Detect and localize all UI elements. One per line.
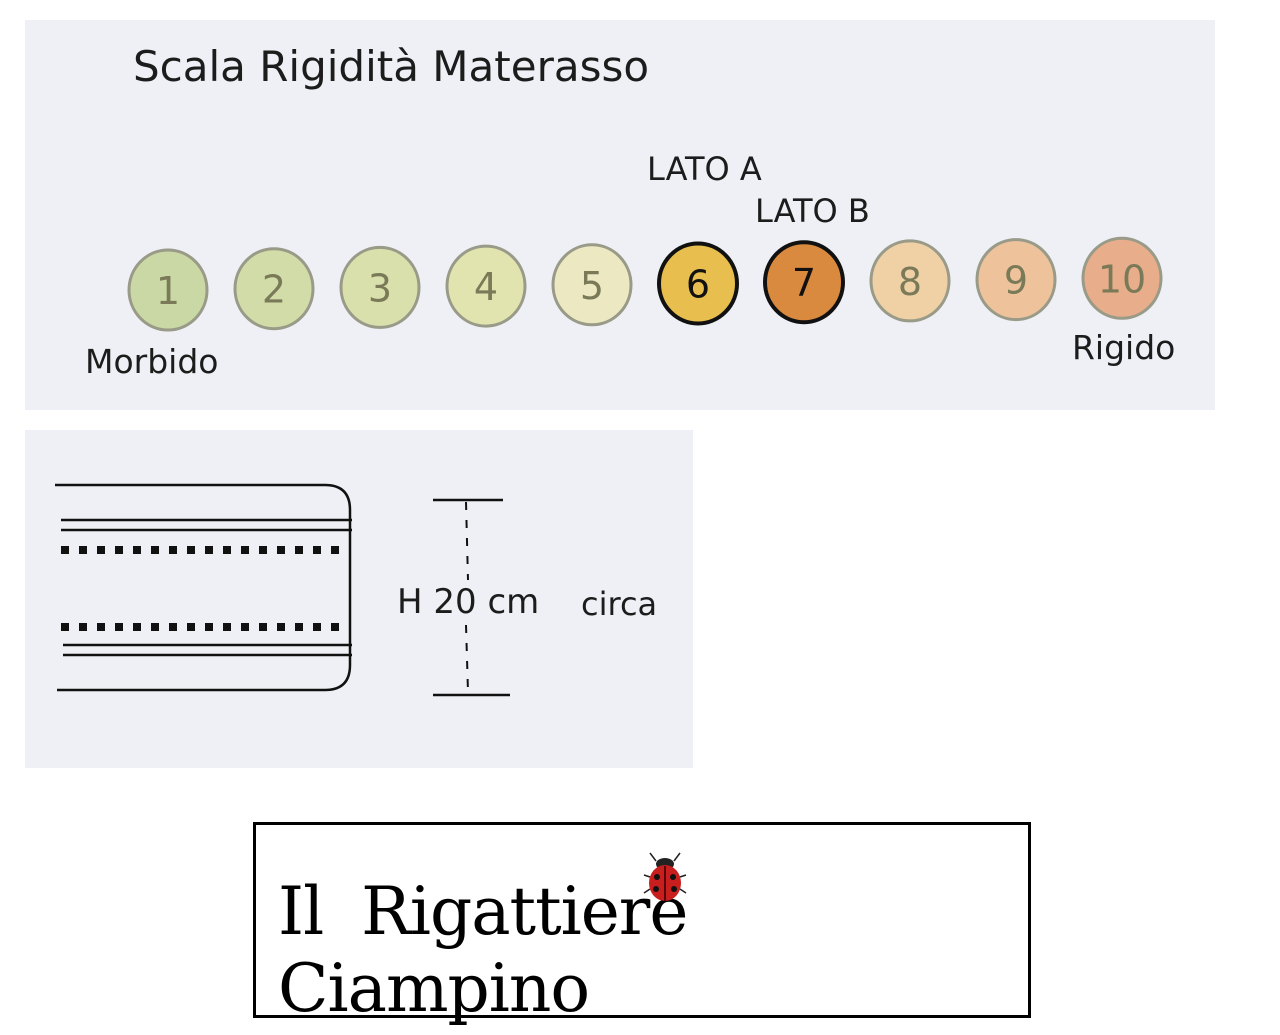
stitch-mark: [115, 546, 123, 554]
stitch-mark: [205, 546, 213, 554]
firm-label: Rigido: [1072, 328, 1176, 367]
scale-number: 10: [1098, 257, 1146, 301]
scale-number: 4: [474, 265, 498, 309]
stitch-mark: [331, 623, 339, 631]
scale-circle: [657, 241, 739, 326]
approx-label: circa: [581, 585, 658, 623]
stitch-mark: [169, 623, 177, 631]
scale-number: 6: [686, 263, 710, 307]
scale-number: 5: [580, 264, 604, 308]
stitch-mark: [97, 546, 105, 554]
stitch-mark: [79, 623, 87, 631]
mattress-cross-section: [55, 483, 510, 697]
stitch-mark: [313, 546, 321, 554]
scale-circle: [763, 240, 845, 325]
height-label: H 20 cm: [397, 582, 540, 622]
scale-circle: [975, 238, 1057, 322]
stitch-mark: [133, 546, 141, 554]
scale-title: Scala Rigidità Materasso: [133, 42, 650, 91]
scale-circle: [869, 239, 951, 323]
stitch-mark: [313, 623, 321, 631]
scale-circle: [127, 248, 209, 332]
scale-level-3: 3: [339, 245, 421, 329]
scale-level-9: 9: [975, 238, 1057, 322]
stitch-mark: [61, 546, 69, 554]
logo-text: Il Rigattiere Ciampino: [278, 873, 688, 1027]
stitch-mark: [223, 623, 231, 631]
scale-level-5: 5: [551, 243, 633, 327]
scale-number: 1: [156, 269, 180, 313]
scale-circle: [1081, 236, 1163, 320]
scale-circle: [445, 244, 527, 328]
firmness-scale-panel: 1 2 3 4 5 6 7 8 9 10 Scala Rigidità Materasso LAT…: [25, 20, 1215, 410]
stitch-mark: [187, 546, 195, 554]
scale-level-8: 8: [869, 239, 951, 323]
stitch-mark: [295, 623, 303, 631]
scale-number: 7: [792, 261, 816, 305]
stitch-mark: [97, 623, 105, 631]
stitch-mark: [79, 546, 87, 554]
stitch-mark: [133, 623, 141, 631]
scale-number: 2: [262, 268, 286, 312]
stitch-mark: [277, 623, 285, 631]
side-a-label: LATO A: [647, 150, 762, 188]
side-b-label: LATO B: [755, 192, 870, 230]
stitch-mark: [277, 546, 285, 554]
scale-number: 3: [368, 266, 392, 310]
stitch-mark: [259, 623, 267, 631]
stitch-mark: [61, 623, 69, 631]
firmness-scale: 1 2 3 4 5 6 7 8 9 10: [127, 236, 1163, 332]
soft-label: Morbido: [85, 342, 219, 381]
stitch-mark: [241, 546, 249, 554]
scale-number: 8: [898, 260, 922, 304]
scale-circle: [551, 243, 633, 327]
stitch-mark: [241, 623, 249, 631]
stitch-mark: [223, 546, 231, 554]
stitch-mark: [295, 546, 303, 554]
stitch-mark: [151, 546, 159, 554]
scale-level-7: 7: [763, 240, 845, 325]
ladybug-icon: [643, 852, 687, 901]
scale-circle: [233, 247, 315, 331]
scale-number: 9: [1004, 259, 1028, 303]
stitch-mark: [115, 623, 123, 631]
stitch-mark: [187, 623, 195, 631]
scale-level-4: 4: [445, 244, 527, 328]
shop-logo: Il Rigattiere Ciampino: [253, 822, 1031, 1027]
scale-level-6: 6: [657, 241, 739, 326]
stitch-mark: [205, 623, 213, 631]
stitch-mark: [331, 546, 339, 554]
stitch-mark: [169, 546, 177, 554]
scale-level-2: 2: [233, 247, 315, 331]
scale-level-10: 10: [1081, 236, 1163, 320]
stitch-mark: [151, 623, 159, 631]
mattress-profile-panel: H 20 cm circa: [25, 430, 693, 768]
stitch-mark: [259, 546, 267, 554]
scale-circle: [339, 245, 421, 329]
scale-level-1: 1: [127, 248, 209, 332]
